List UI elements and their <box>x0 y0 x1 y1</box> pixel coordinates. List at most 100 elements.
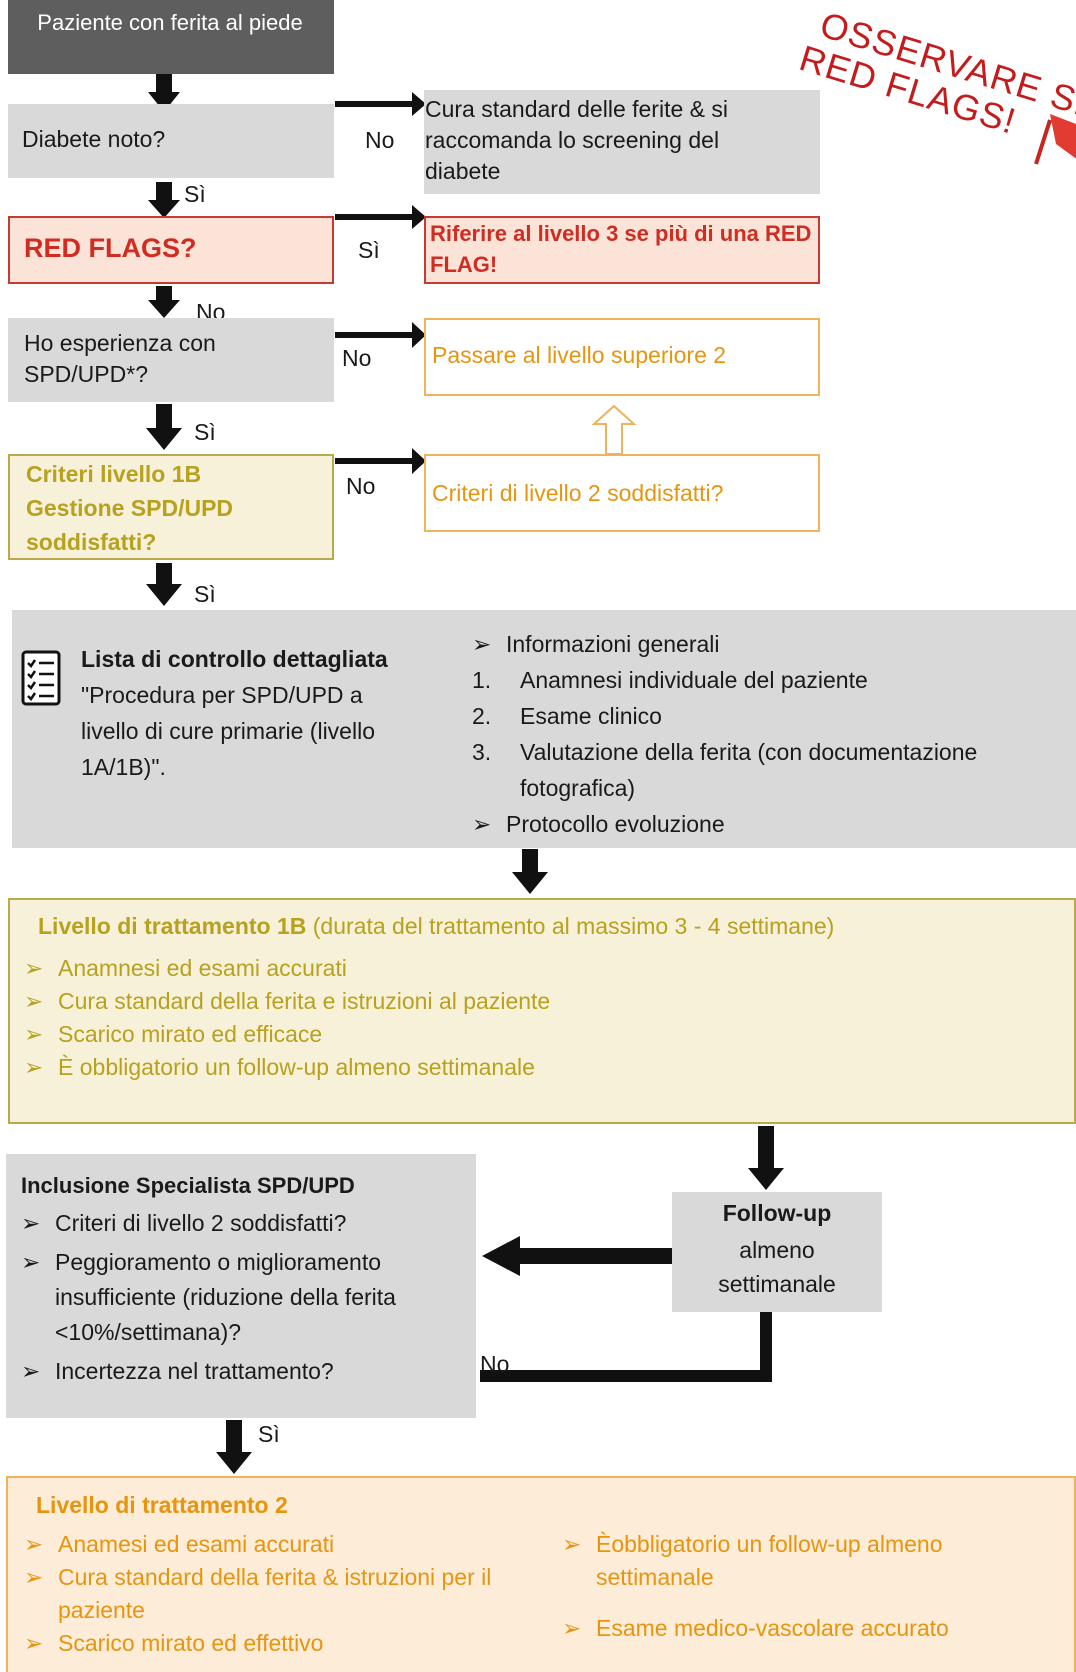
checklist-icon <box>21 650 61 706</box>
arrow-bullet-icon: ➢ <box>472 811 492 837</box>
arrow-bullet-icon: ➢ <box>562 1615 582 1641</box>
level-1b-list: ➢ Anamnesi ed esami accurati ➢ Cura standar… <box>24 952 1024 1084</box>
arrow-followup-to-specialist <box>482 1236 672 1276</box>
flag-icon-stamp <box>1034 114 1076 165</box>
arrow-redflags-no <box>148 286 180 318</box>
standard-care-label: Cura standard delle ferite & si raccoman… <box>425 96 728 184</box>
arrow-experience-no <box>335 322 426 348</box>
red-flags-box <box>8 216 334 284</box>
arrow-bullet-icon: ➢ <box>24 1054 44 1080</box>
arrow-criteria1b-no <box>335 448 426 474</box>
specialist-item-text: Peggioramento o miglioramento insufficie… <box>55 1249 396 1345</box>
specialist-yes-label: Sì <box>258 1421 280 1447</box>
level-1b-heading: Livello di trattamento 1B (durata del tr… <box>38 910 834 942</box>
level-1b-item: ➢ Anamnesi ed esami accurati <box>24 952 1024 985</box>
arrow-bullet-icon: ➢ <box>24 1630 44 1656</box>
level-2-item: ➢ Cura standard della ferita & istruzioni… <box>24 1561 524 1627</box>
criteria-2-label: Criteri di livello 2 soddisfatti? <box>432 480 724 506</box>
criteria-1b-no-label: No <box>346 473 376 499</box>
level-1b-item-text: È obbligatorio un follow-up almeno setti… <box>58 1054 535 1080</box>
experience-question-box <box>8 318 334 402</box>
experience-yes-label: Sì <box>194 419 216 445</box>
standard-care-box <box>424 90 820 194</box>
level-2-box <box>6 1476 1076 1672</box>
hollow-up-arrow <box>591 404 637 455</box>
checklist-step: 2.Esame clinico <box>472 698 1062 734</box>
level-1b-item-text: Anamnesi ed esami accurati <box>58 955 347 981</box>
step-number: 1. <box>472 667 492 693</box>
level-2-item: ➢ Esame medico-vascolare accurato <box>562 1612 1012 1645</box>
arrow-bullet-icon: ➢ <box>472 631 492 657</box>
level-1b-item-text: Scarico mirato ed efficace <box>58 1021 323 1047</box>
level-2-item: ➢ Anamesi ed esami accurati <box>24 1528 524 1561</box>
upper-level-box <box>424 318 820 396</box>
diabetes-question-box <box>8 104 334 178</box>
step-number: 3. <box>472 739 492 765</box>
arrow-bullet-icon: ➢ <box>21 1358 41 1384</box>
specialist-item: ➢ Incertezza nel trattamento? <box>21 1354 451 1389</box>
arrow-experience-yes <box>146 404 182 450</box>
specialist-box <box>6 1154 476 1418</box>
start-label: Paziente con ferita al piede <box>37 10 303 35</box>
checklist-box <box>12 610 1076 848</box>
experience-no-label: No <box>342 345 372 371</box>
step-text: Anamnesi individuale del paziente <box>520 667 868 693</box>
diabetes-question-label: Diabete noto? <box>22 126 166 152</box>
arrow-criteria1b-yes <box>146 563 182 606</box>
arrow-bullet-icon: ➢ <box>562 1531 582 1557</box>
arrow-diabetes-no <box>335 92 426 116</box>
checklist-bullet-top: ➢ Informazioni generali <box>472 626 1062 662</box>
level-1b-item-text: Cura standard della ferita e istruzioni … <box>58 988 551 1014</box>
checklist-bullet-bottom: ➢ Protocollo evoluzione <box>472 806 1062 842</box>
level-2-item: ➢Èobbligatorio un follow-up almeno setti… <box>562 1528 1012 1594</box>
arrow-diabetes-yes <box>148 182 180 218</box>
upper-level-label: Passare al livello superiore 2 <box>432 342 727 368</box>
level-2-item-text: Scarico mirato ed effettivo <box>58 1630 324 1656</box>
level-2-item-text: Cura standard della ferita & istruzioni … <box>58 1564 492 1623</box>
specialist-item: ➢Criteri di livello 2 soddisfatti? <box>21 1206 451 1241</box>
level-1b-title: Livello di trattamento 1B <box>38 913 307 939</box>
arrow-bullet-icon: ➢ <box>21 1249 41 1275</box>
level-2-left-list: ➢ Anamesi ed esami accurati ➢ Cura standard… <box>24 1528 524 1660</box>
level-2-right-list: ➢Èobbligatorio un follow-up almeno setti… <box>562 1528 1012 1663</box>
level-2-title: Livello di trattamento 2 <box>36 1492 288 1518</box>
arrow-checklist-to-1b <box>512 849 548 894</box>
specialist-list: ➢Criteri di livello 2 soddisfatti? ➢ Peggi… <box>21 1206 451 1393</box>
arrow-bullet-icon: ➢ <box>24 988 44 1014</box>
red-flags-yes-label: Sì <box>358 237 380 263</box>
arrow-specialist-yes <box>216 1420 252 1474</box>
diabetes-yes-label: Sì <box>184 181 206 207</box>
checklist-numbered-list: 1. Anamnesi individuale del paziente 2.Esa… <box>472 662 1062 806</box>
arrow-bullet-icon: ➢ <box>24 955 44 981</box>
start-box <box>8 0 334 74</box>
level-1b-box <box>8 898 1076 1124</box>
arrow-bullet-icon: ➢ <box>24 1021 44 1047</box>
specialist-item: ➢ Peggioramento o miglioramento insuffici… <box>21 1245 451 1350</box>
right-arrows <box>335 92 426 474</box>
criteria-1b-box <box>8 454 334 560</box>
followup-title: Follow-up <box>722 1200 832 1226</box>
criteria-1b-label: Criteri livello 1B Gestione SPD/UPD sodd… <box>26 461 234 555</box>
arrow-bullet-icon: ➢ <box>24 1531 44 1557</box>
level-2-item-text: Esame medico-vascolare accurato <box>596 1615 949 1641</box>
level-2-item-text: Anamesi ed esami accurati <box>58 1531 335 1557</box>
step-number: 2. <box>472 703 492 729</box>
specialist-item-text: Incertezza nel trattamento? <box>55 1358 334 1384</box>
arrow-bullet-icon: ➢ <box>24 1564 44 1590</box>
checklist-subtitle: "Procedura per SPD/UPD a livello di cure… <box>81 682 375 780</box>
level-1b-item: ➢ Cura standard della ferita e istruzioni… <box>24 985 1024 1018</box>
level-2-item: ➢ Scarico mirato ed effettivo <box>24 1627 524 1660</box>
level-1b-item: ➢ È obbligatorio un follow-up almeno sett… <box>24 1051 1024 1084</box>
arrow-redflags-yes <box>335 205 426 229</box>
red-flags-label: RED FLAGS? <box>24 233 197 263</box>
checklist-steps: ➢ Informazioni generali 1. Anamnesi indiv… <box>472 626 1062 842</box>
level-1b-subtitle: (durata del trattamento al massimo 3 - 4… <box>312 913 835 939</box>
checklist-title: Lista di controllo dettagliata <box>81 646 388 672</box>
down-arrows <box>146 72 784 1474</box>
checklist-step: 3.Valutazione della ferita (con document… <box>472 734 1062 806</box>
refer-level3-box <box>424 216 820 284</box>
specialist-no-label: No <box>480 1351 510 1377</box>
followup-text: almeno settimanale <box>718 1237 836 1297</box>
criteria-2-box <box>424 454 820 532</box>
checklist-step: 1. Anamnesi individuale del paziente <box>472 662 1062 698</box>
